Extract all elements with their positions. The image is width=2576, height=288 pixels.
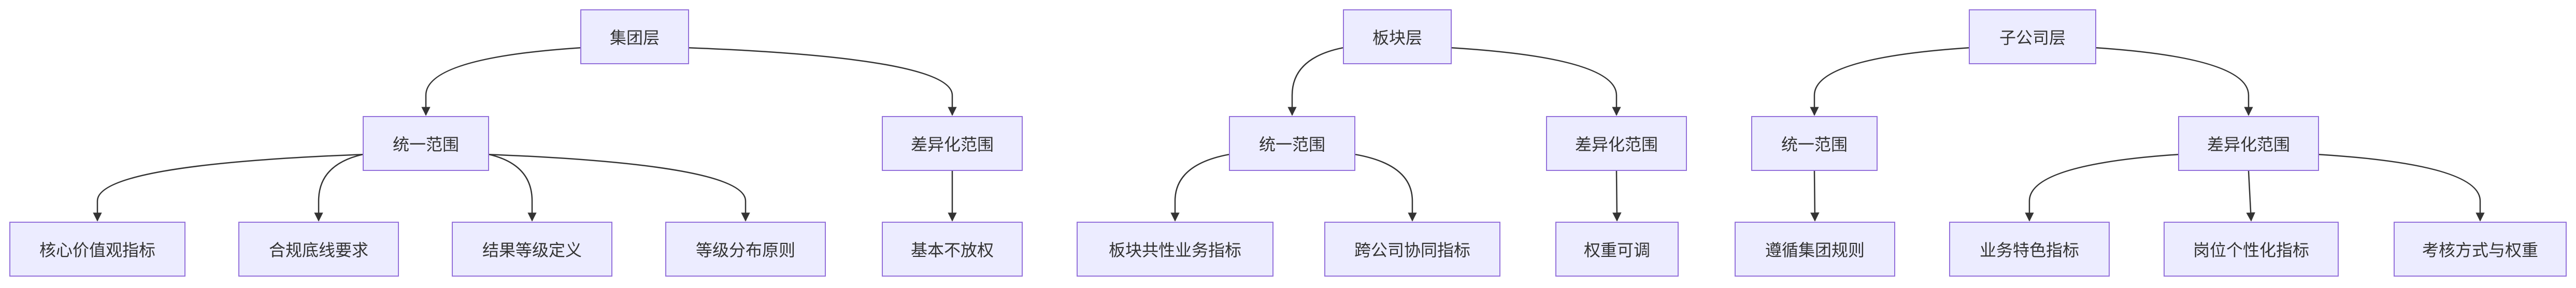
group-no-delegation-node: 基本不放权: [882, 222, 1023, 277]
subsidiary-unified-node: 统一范围: [1751, 116, 1878, 171]
edge-arrow: [2096, 47, 2253, 116]
subsidiary-follow-rules-node: 遵循集团规则: [1735, 222, 1895, 277]
group-result-grade-node: 结果等级定义: [452, 222, 612, 277]
edge-arrow: [1810, 170, 1820, 222]
edge-arrow: [1287, 47, 1343, 116]
edge-arrow: [1810, 47, 1969, 116]
edge-arrow: [421, 47, 581, 116]
edge-arrow: [2025, 153, 2179, 222]
edge-arrow: [489, 153, 537, 222]
sector-differentiated-node: 差异化范围: [1546, 116, 1687, 171]
group-grade-distribution-node: 等级分布原则: [665, 222, 826, 277]
edge-arrow: [1170, 153, 1229, 222]
edge-arrow: [2319, 153, 2485, 222]
group-compliance-node: 合规底线要求: [238, 222, 399, 277]
edge-arrow: [93, 153, 363, 222]
sector-common-metrics-node: 板块共性业务指标: [1077, 222, 1273, 277]
root-node-group: 集团层: [580, 9, 689, 64]
group-core-values-node: 核心价值观指标: [9, 222, 185, 277]
subsidiary-position-metrics-node: 岗位个性化指标: [2164, 222, 2339, 277]
group-unified-node: 统一范围: [363, 116, 489, 171]
edge-arrow: [689, 47, 957, 116]
subsidiary-differentiated-node: 差异化范围: [2178, 116, 2319, 171]
sector-unified-node: 统一范围: [1229, 116, 1355, 171]
sector-weight-adjustable-node: 权重可调: [1555, 222, 1679, 277]
edge-arrow: [314, 153, 363, 222]
edge-arrow: [1355, 153, 1417, 222]
root-node-sector: 板块层: [1343, 9, 1452, 64]
subsidiary-business-metrics-node: 业务特色指标: [1949, 222, 2110, 277]
edge-arrow: [1451, 47, 1621, 116]
subsidiary-method-weight-node: 考核方式与权重: [2394, 222, 2567, 277]
edge-arrow: [489, 153, 750, 222]
group-differentiated-node: 差异化范围: [882, 116, 1023, 171]
edge-arrow: [1612, 170, 1622, 222]
root-node-subsidiary: 子公司层: [1969, 9, 2096, 64]
edge-arrow: [2246, 170, 2255, 222]
sector-collab-metrics-node: 跨公司协同指标: [1324, 222, 1500, 277]
